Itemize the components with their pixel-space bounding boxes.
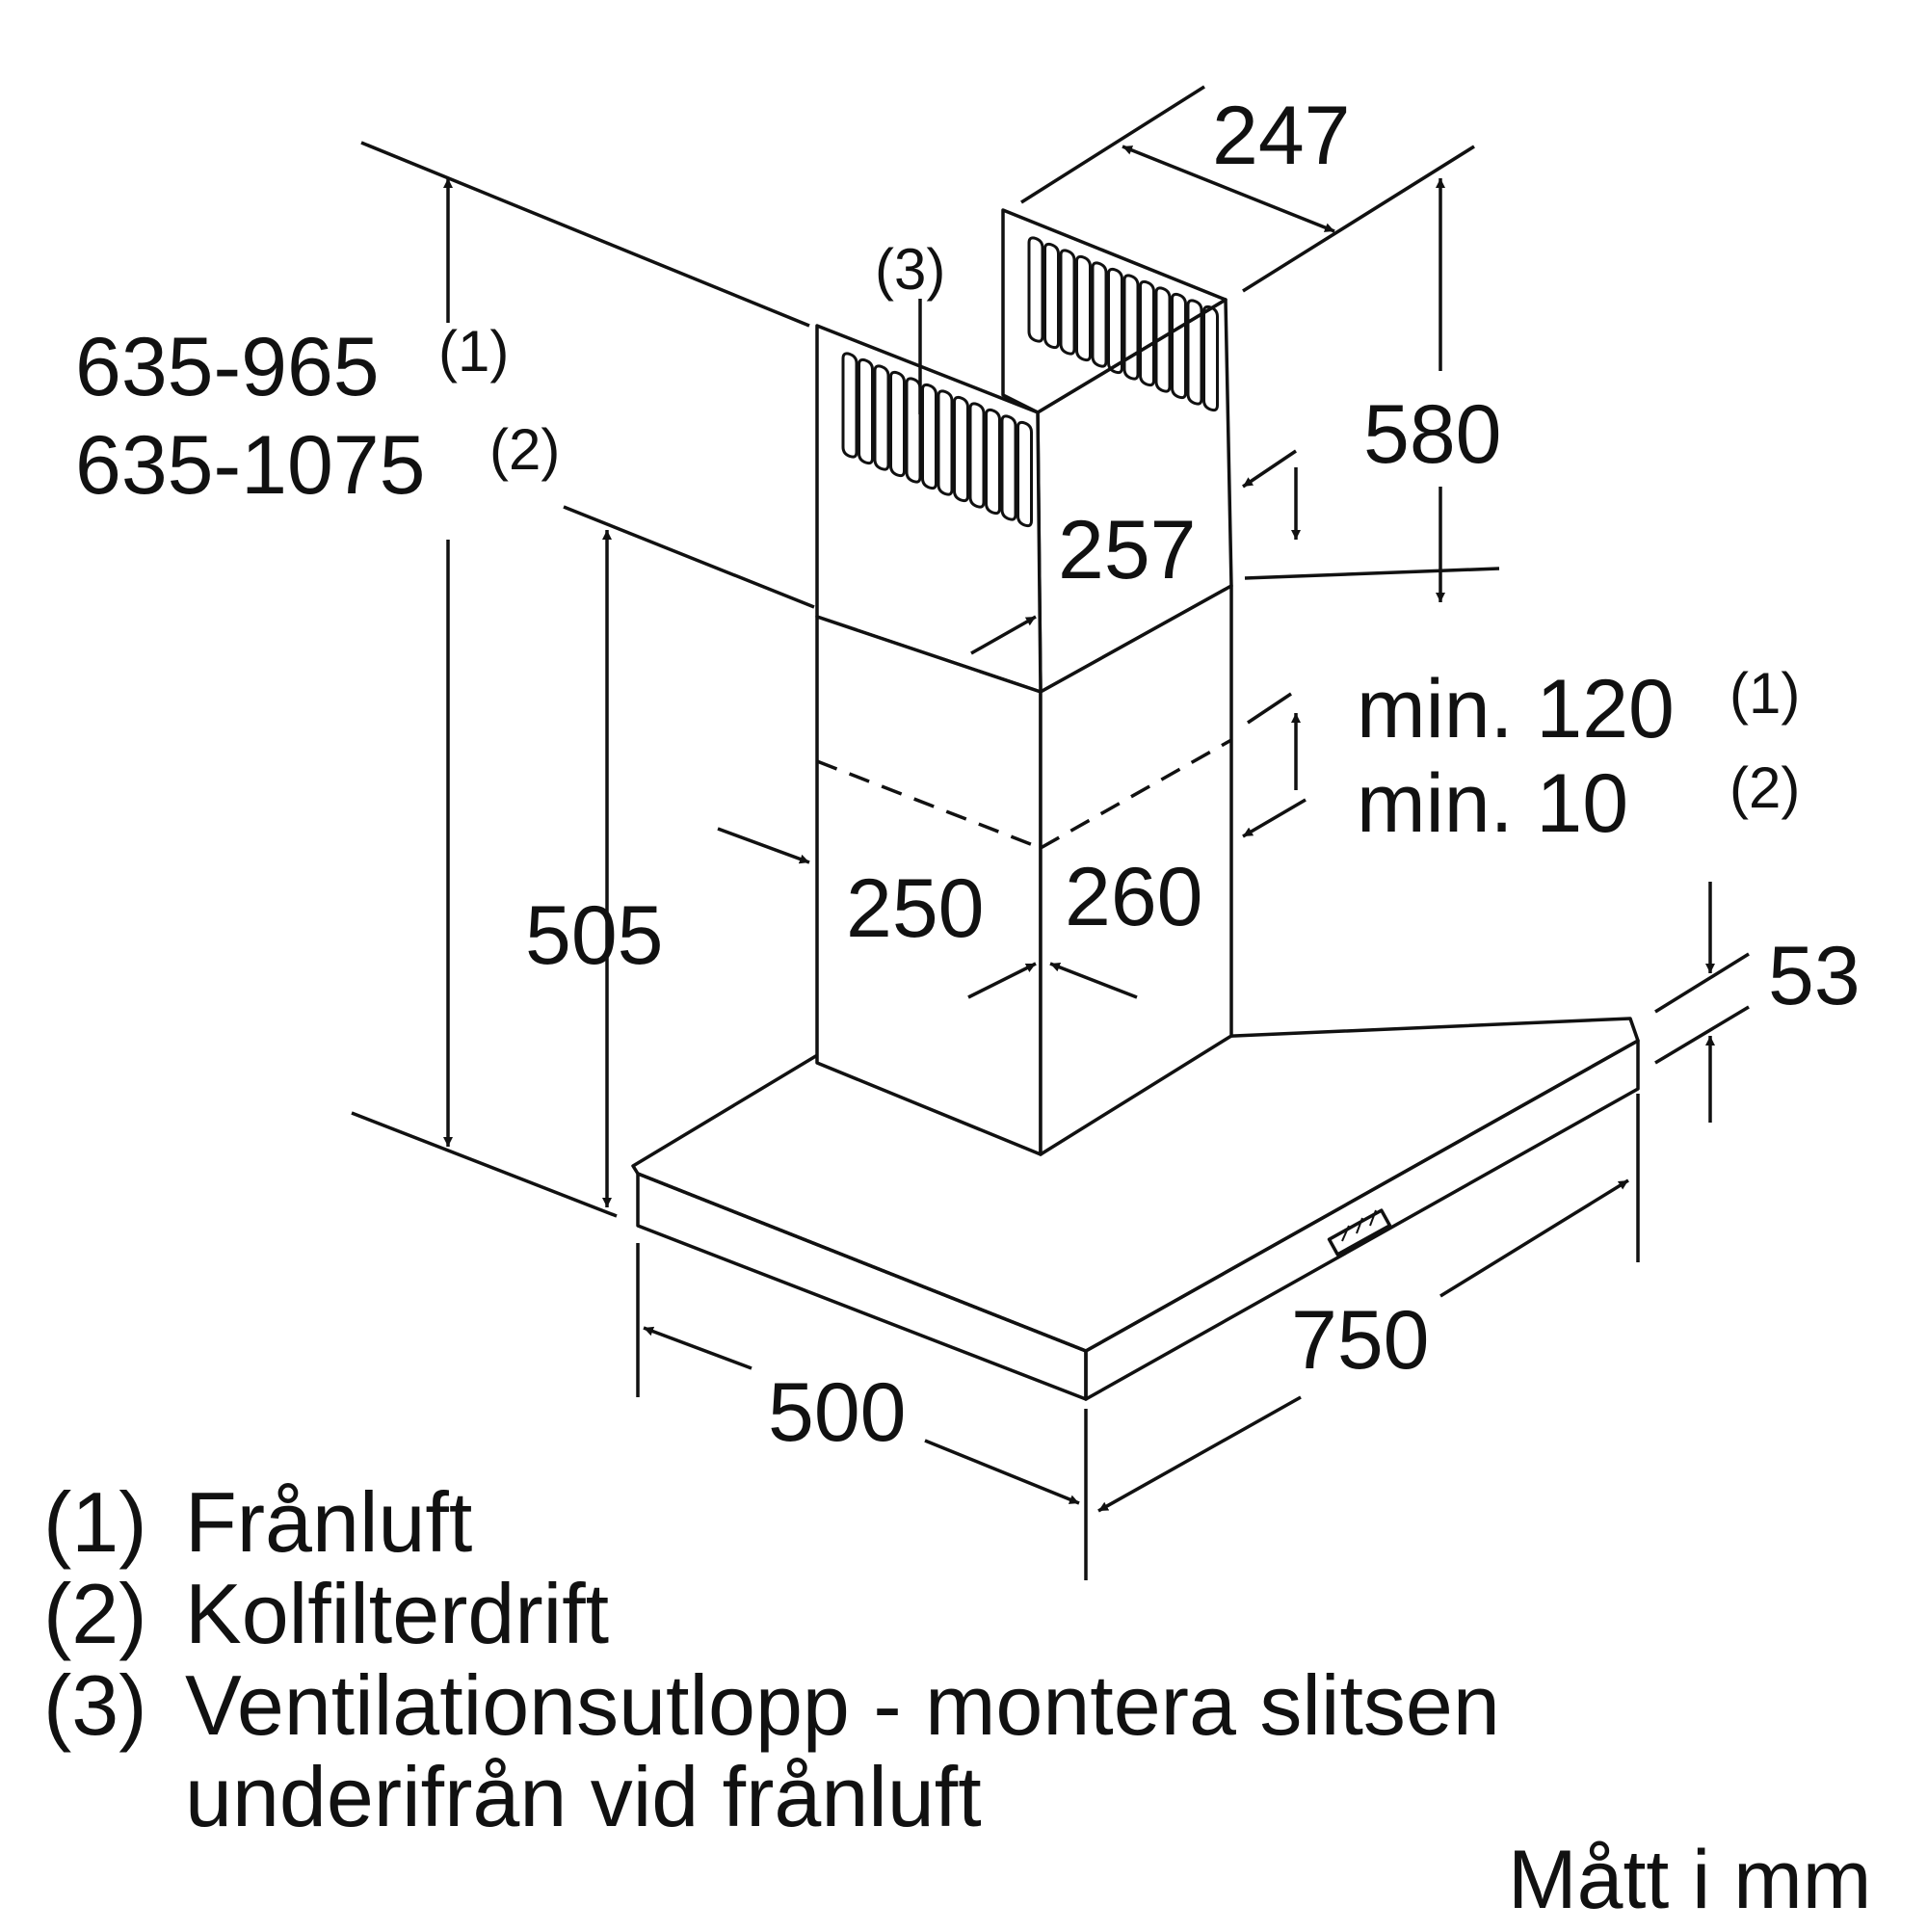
dim-hood-height: 53 (1768, 930, 1861, 1022)
overall-height-line2: 635-1075 (75, 419, 425, 512)
dim-chimney-side-lower: 260 (1065, 851, 1203, 943)
min-clearance-line1: min. 120 (1357, 663, 1675, 755)
dim-chimney-width: 247 (1212, 90, 1351, 182)
vent-slot (1091, 261, 1108, 368)
dim-chimney-depth-upper: 257 (1058, 504, 1197, 596)
overall-height-line1-ref: (1) (438, 319, 509, 384)
chimney-dashed-overlap (816, 738, 1232, 850)
vent-slot (953, 395, 969, 503)
legend-ref-2: (2) (43, 1566, 147, 1661)
lower-chimney-side (1039, 584, 1233, 1156)
vent-slot (1043, 242, 1060, 350)
legend-text-3: Ventilationsutlopp - montera slitsen (185, 1657, 1500, 1753)
vent-slot (1075, 254, 1092, 362)
hood-side-face (1084, 1039, 1640, 1401)
legend-text-1: Frånluft (185, 1474, 472, 1570)
dimension-lines (351, 85, 1750, 1580)
min-clearance-line1-ref: (1) (1729, 661, 1800, 726)
hood-control-panel (1327, 1208, 1392, 1257)
dim-chimney-front-lower: 250 (846, 862, 985, 955)
overall-height-line2-ref: (2) (489, 417, 560, 482)
vent-slot (1202, 304, 1219, 412)
vent-slot (921, 383, 937, 490)
slot-callout-label: (3) (875, 237, 945, 302)
vent-slot (858, 357, 874, 465)
min-clearance-line2: min. 10 (1357, 757, 1628, 850)
vent-slot (1107, 267, 1123, 375)
vent-slot (841, 352, 858, 459)
dim-lower-chimney-height: 505 (525, 889, 664, 982)
vent-slot (1186, 299, 1203, 406)
vent-slot (1000, 414, 1017, 521)
dim-hood-depth: 500 (768, 1366, 907, 1459)
vent-slot (1171, 292, 1187, 400)
vent-slot (968, 402, 986, 509)
legend-text-2: Kolfilterdrift (185, 1566, 609, 1661)
vent-slot (1122, 274, 1140, 381)
control-buttons-icon (1341, 1209, 1377, 1242)
min-clearance-line2-ref: (2) (1729, 755, 1800, 820)
ventilation-slots-back (1027, 236, 1219, 412)
overall-height-line1: 635-965 (75, 321, 380, 413)
vent-slot (1027, 236, 1044, 343)
vent-slot (1154, 286, 1172, 393)
units-note: Mått i mm (1508, 1834, 1871, 1926)
ventilation-slots-front (841, 352, 1033, 528)
vent-slot (889, 370, 906, 478)
vent-slot (1139, 279, 1155, 387)
dim-hood-width: 750 (1291, 1294, 1430, 1387)
hood-front-face (636, 1172, 1088, 1401)
vent-slot (1059, 249, 1076, 356)
legend-ref-1: (1) (43, 1474, 147, 1570)
legend: (1) Frånluft (2) Kolfilterdrift (3) Vent… (43, 1474, 1500, 1844)
dim-chimney-height-upper: 580 (1363, 388, 1502, 481)
legend-text-3-continued: underifrån vid frånluft (185, 1749, 982, 1844)
vent-slot (1016, 420, 1033, 528)
legend-ref-3: (3) (43, 1657, 147, 1753)
vent-slot (985, 408, 1001, 516)
vent-slot (937, 389, 954, 496)
vent-slot (905, 377, 922, 484)
vent-slot (873, 364, 890, 471)
